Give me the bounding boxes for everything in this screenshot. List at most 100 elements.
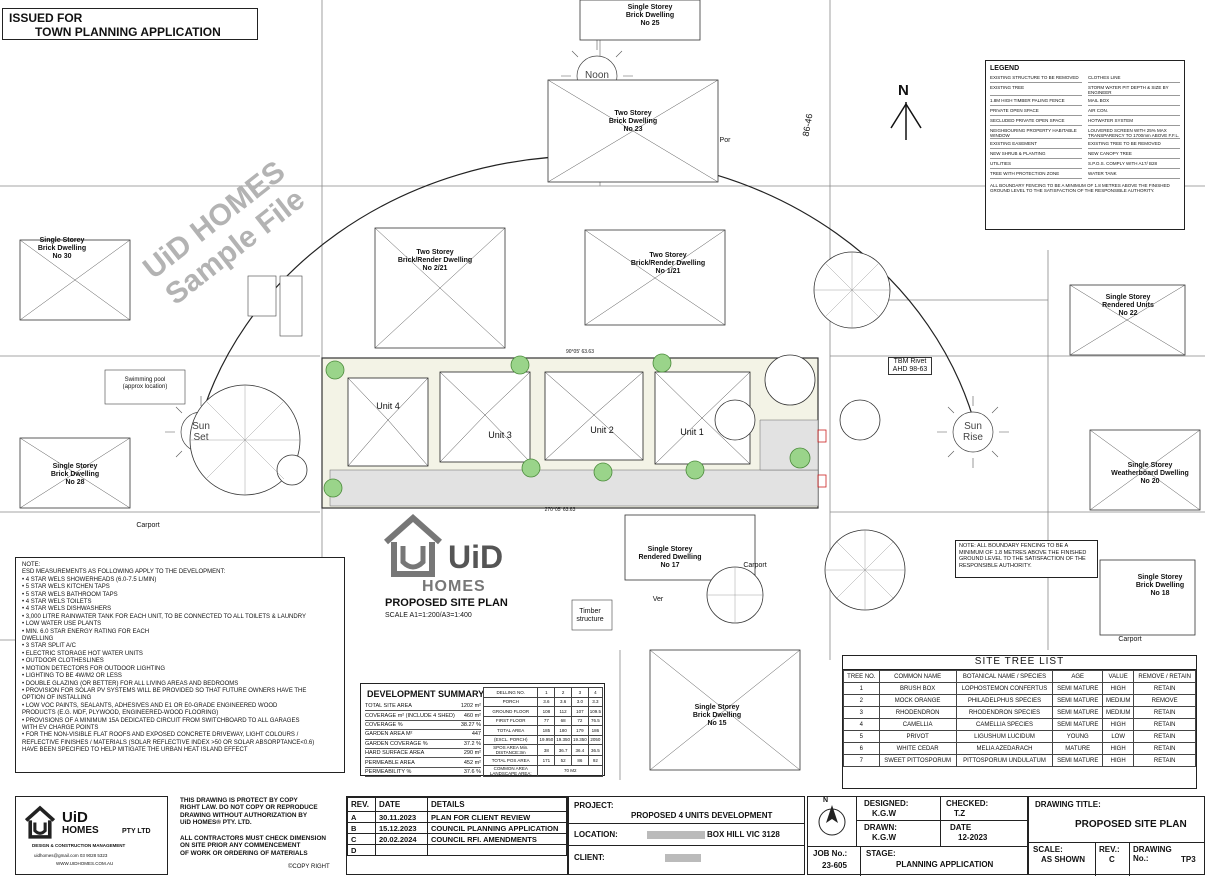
job-value: 23-605 <box>822 861 847 870</box>
label-no18: Single Storey Brick Dwelling No 18 <box>1135 574 1185 598</box>
label-no17: Single Storey Rendered Dwelling No 17 <box>638 546 702 570</box>
summary-row: COVERAGE m² (INCLUDE 4 SHED)460 m² <box>365 711 481 721</box>
legend-item: NEIGHBOURING PROPERTY HABITABLE WINDOW <box>990 128 1082 139</box>
label-no22: Single Storey Rendered Units No 22 <box>1102 294 1154 318</box>
table-row: COMMON AREA LANDSCAPE AREA:70 M2 <box>482 764 603 777</box>
legend-item: EXISTING EASEMENT <box>990 141 1082 149</box>
label-carport-east: Carport <box>743 562 767 569</box>
legend-title: LEGEND <box>990 65 1020 72</box>
designed-value: K.G.W <box>872 809 896 818</box>
project-value: PROPOSED 4 UNITS DEVELOPMENT <box>631 811 773 820</box>
legend-item: STORM WATER PIT DEPTH & SIZE BY ENGINEER <box>1088 85 1180 96</box>
drawn-value: K.G.W <box>872 833 896 842</box>
legend-item: S.P.O.S. COMPLY WITH A17/ B28 <box>1088 161 1180 169</box>
job-label: JOB No.: <box>813 849 848 858</box>
project-block: PROJECT: PROPOSED 4 UNITS DEVELOPMENT LO… <box>568 796 805 875</box>
house-logo-icon <box>24 805 56 839</box>
date-value: 12-2023 <box>958 833 988 842</box>
company-email: uidhomes@gmail.com 03 9028 5323 <box>34 853 108 858</box>
checked-label: CHECKED: <box>946 799 989 808</box>
copyright-notice: THIS DRAWING IS PROTECT BY COPY RIGHT LA… <box>180 797 318 827</box>
sun-rise-label: Sun Rise <box>962 421 983 443</box>
logo-homes-text: HOMES <box>422 578 486 595</box>
legend-item: MAIL BOX <box>1088 98 1180 106</box>
drawing-title-label: DRAWING TITLE: <box>1035 800 1101 809</box>
label-dim-north: 90°05' 63.63 <box>566 349 594 355</box>
label-no2-21: Two Storey Brick/Render Dwelling No 2/21 <box>397 249 473 273</box>
rev-label: REV.: <box>1099 845 1120 854</box>
sun-set-label: Sun Set <box>192 421 210 443</box>
legend-item: 1.8M HIGH TIMBER PALING FENCE <box>990 98 1082 106</box>
drawing-no-label: DRAWING No.: <box>1133 845 1172 863</box>
legend-item: NEW SHRUB & PLANTING <box>990 151 1082 159</box>
contractor-notice: ALL CONTRACTORS MUST CHECK DIMENSION ON … <box>180 835 327 857</box>
label-carport-west: Carport <box>136 522 160 529</box>
summary-row: COVERAGE %38.27 % <box>365 721 481 731</box>
legend-item: AIR CON. <box>1088 108 1180 116</box>
issued-line-1: ISSUED FOR <box>9 11 83 25</box>
house-logo-icon <box>384 513 442 577</box>
stage-value: PLANNING APPLICATION <box>896 860 994 869</box>
legend-item: EXISTING TREE <box>990 85 1082 96</box>
project-label: PROJECT: <box>574 801 614 810</box>
client-redacted <box>665 854 701 862</box>
legend-grid: EXISTING STRUCTURE TO BE REMOVED CLOTHES… <box>990 75 1180 179</box>
issued-for-box: ISSUED FOR TOWN PLANNING APPLICATION <box>2 8 258 40</box>
tree-list-title: SITE TREE LIST <box>843 656 1196 670</box>
label-no1-21: Two Storey Brick/Render Dwelling No 1/21 <box>630 252 706 276</box>
north-point-icon <box>818 805 846 836</box>
drawing-title-value: PROPOSED SITE PLAN <box>1075 819 1187 830</box>
label-no28: Single Storey Brick Dwelling No 28 <box>50 463 100 487</box>
label-no23: Two Storey Brick Dwelling No 23 <box>608 110 658 134</box>
company-uid: UiD <box>62 809 88 826</box>
label-carport-south: Carport <box>1118 636 1142 643</box>
noon-label: Noon <box>585 70 609 81</box>
label-unit2: Unit 2 <box>590 425 614 435</box>
issued-line-2: TOWN PLANNING APPLICATION <box>35 25 221 39</box>
fence-note-box: NOTE: ALL BOUNDARY FENCING TO BE A MINIM… <box>955 540 1098 578</box>
company-homes: HOMES <box>62 825 99 836</box>
label-unit3: Unit 3 <box>488 430 512 440</box>
client-label: CLIENT: <box>574 853 605 862</box>
scale-value: AS SHOWN <box>1041 855 1085 864</box>
plan-title: PROPOSED SITE PLAN <box>385 597 508 609</box>
legend-item: PRIVATE OPEN SPACE <box>990 108 1082 116</box>
table-row: D <box>347 844 567 856</box>
drawing-no-value: TP3 <box>1181 855 1196 864</box>
stage-label: STAGE: <box>866 849 896 858</box>
drawn-label: DRAWN: <box>864 823 897 832</box>
scale-label: SCALE: <box>1033 845 1063 854</box>
label-no30: Single Storey Brick Dwelling No 30 <box>37 237 87 261</box>
legend-item: EXISTING STRUCTURE TO BE REMOVED <box>990 75 1082 83</box>
legend-item: UTILITIES <box>990 161 1082 169</box>
checked-value: T.Z <box>954 809 966 818</box>
label-no15: Single Storey Brick Dwelling No 15 <box>692 704 742 728</box>
plan-scale: SCALE A1=1:200/A3=1:400 <box>385 612 472 619</box>
esd-note-box: NOTE: ESD MEASUREMENTS AS FOLLOWING APPL… <box>15 557 345 773</box>
legend-item: SECLUDED PRIVATE OPEN SPACE <box>990 118 1082 126</box>
